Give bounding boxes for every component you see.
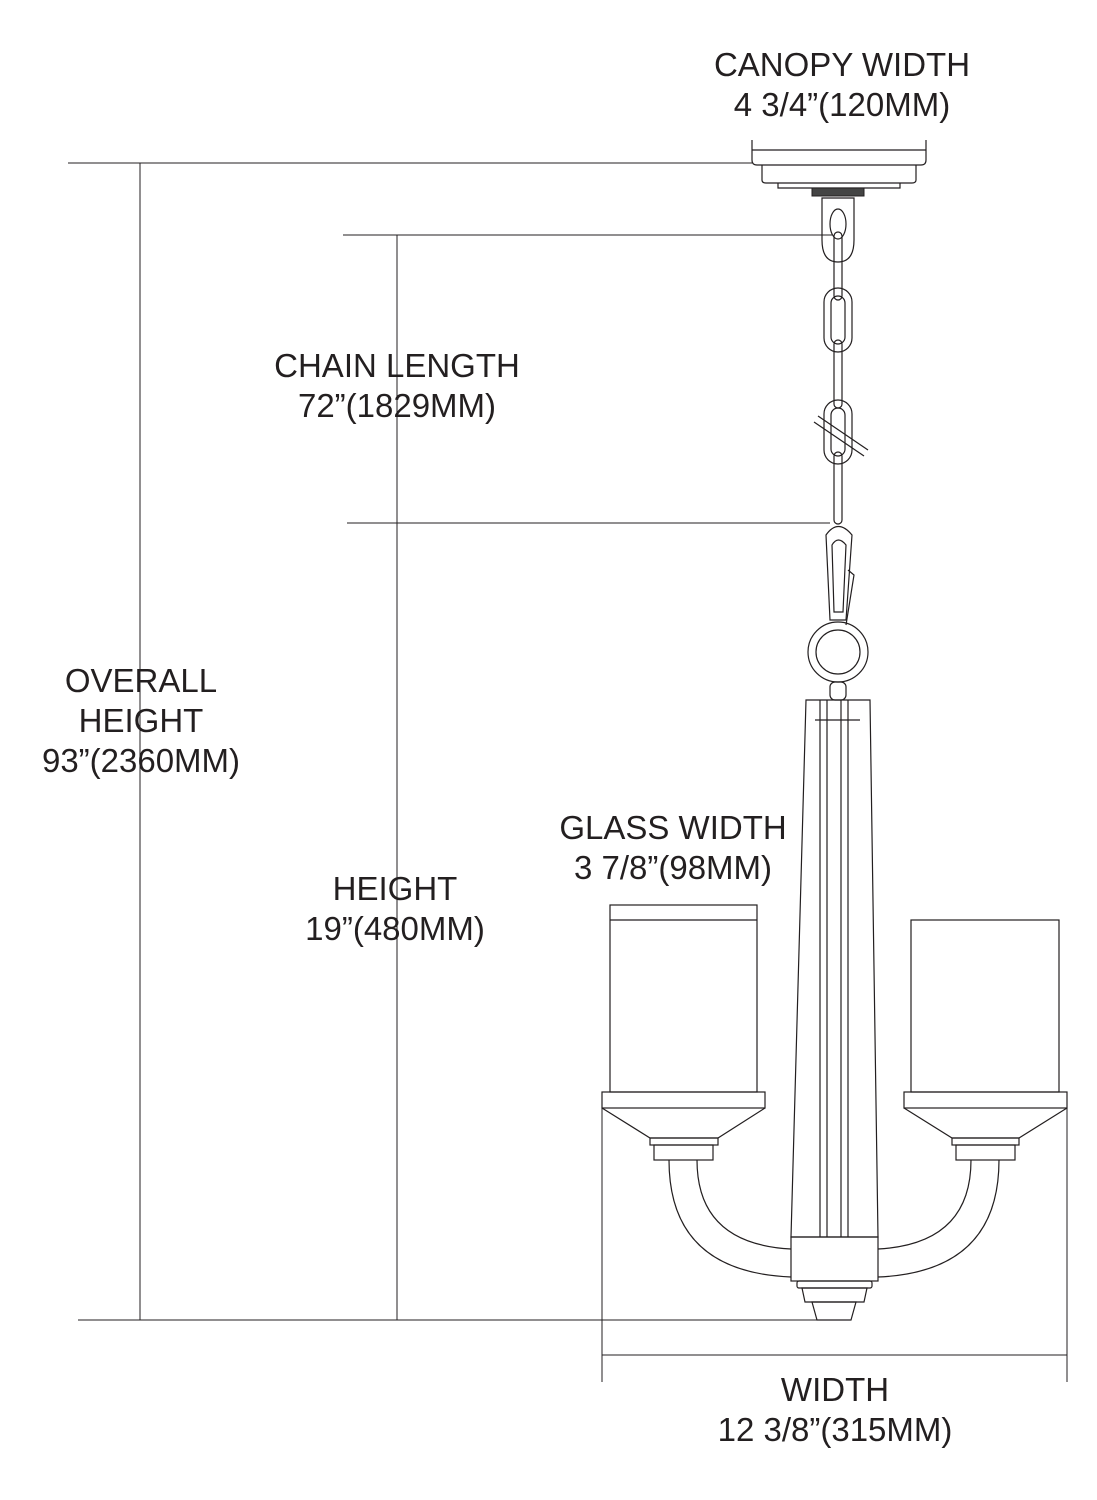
overall-height-title-1: OVERALL bbox=[64, 662, 218, 699]
chain bbox=[807, 197, 869, 701]
left-light bbox=[601, 904, 792, 1278]
glass-width-value: 3 7/8”(98MM) bbox=[573, 849, 773, 886]
height-label: HEIGHT 19”(480MM) bbox=[305, 869, 485, 949]
chain-length-value: 72”(1829MM) bbox=[297, 387, 497, 424]
chain-length-title: CHAIN LENGTH bbox=[274, 347, 520, 384]
chain-length-label: CHAIN LENGTH 72”(1829MM) bbox=[274, 346, 520, 426]
height-title: HEIGHT bbox=[332, 870, 458, 907]
glass-width-label: GLASS WIDTH 3 7/8”(98MM) bbox=[559, 808, 786, 888]
width-title: WIDTH bbox=[780, 1371, 890, 1408]
canopy-width-value: 4 3/4”(120MM) bbox=[733, 86, 951, 123]
glass-width-title: GLASS WIDTH bbox=[559, 809, 787, 846]
overall-height-value: 93”(2360MM) bbox=[41, 742, 241, 779]
dimension-lines bbox=[68, 162, 1068, 1382]
right-light bbox=[877, 919, 1068, 1278]
center-column bbox=[790, 699, 879, 1321]
overall-height-title-2: HEIGHT bbox=[78, 702, 204, 739]
canopy-width-label: CANOPY WIDTH 4 3/4”(120MM) bbox=[714, 45, 970, 125]
width-label: WIDTH 12 3/8”(315MM) bbox=[718, 1370, 953, 1450]
height-value: 19”(480MM) bbox=[305, 910, 485, 947]
canopy bbox=[751, 140, 927, 197]
overall-height-label: OVERALL HEIGHT 93”(2360MM) bbox=[42, 661, 240, 781]
canopy-width-title: CANOPY WIDTH bbox=[713, 46, 971, 83]
width-value: 12 3/8”(315MM) bbox=[717, 1411, 953, 1448]
